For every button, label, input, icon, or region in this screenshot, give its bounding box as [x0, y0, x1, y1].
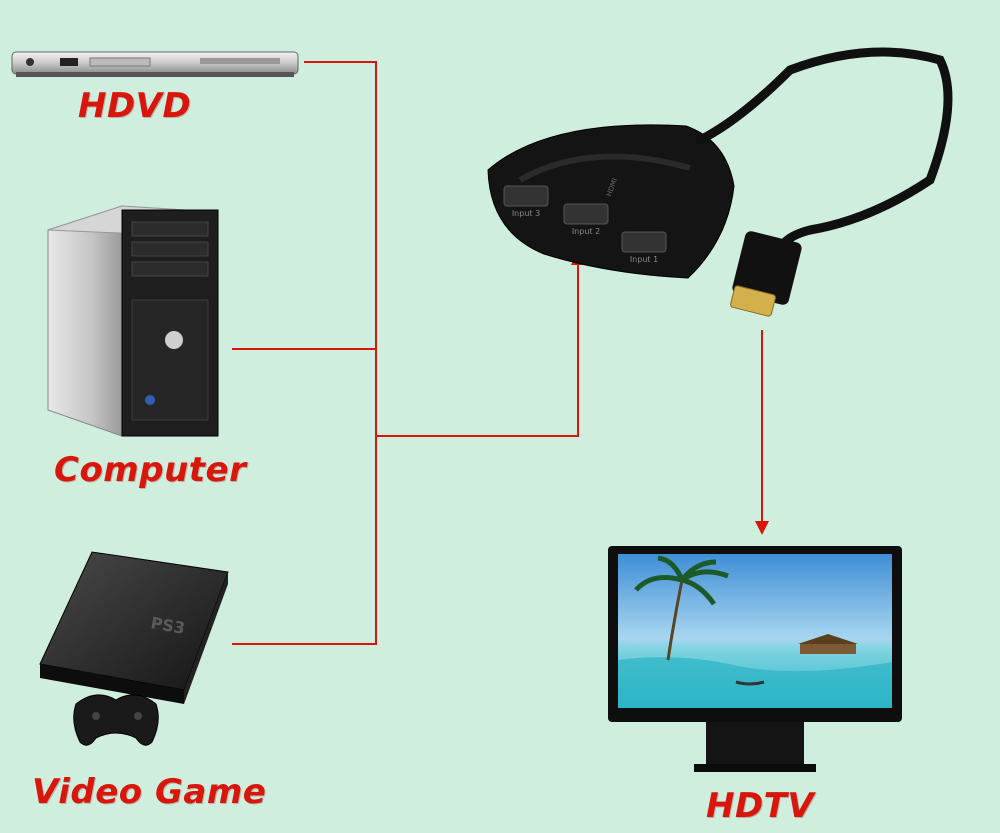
switch-port-3: Input 3 [512, 209, 540, 218]
switch-input-arrow [376, 251, 585, 437]
tv-monitor-icon [608, 546, 902, 772]
hdmi-cable-icon [695, 47, 953, 317]
dvd-player-icon [11, 51, 299, 77]
game-console-icon: PS3 [39, 551, 229, 704]
video-game-label: Video Game [32, 772, 267, 812]
hdvd-label: HDVD [78, 86, 192, 126]
hdtv-label: HDTV [706, 786, 815, 826]
connector-lines [232, 61, 769, 645]
hdmi-switch-icon: Input 3 Input 2 Input 1 HDMI [487, 124, 735, 279]
hdvd-line [232, 61, 377, 645]
computer-label: Computer [54, 450, 247, 490]
desktop-computer-icon [47, 205, 219, 437]
gamepad-icon [73, 694, 159, 746]
switch-port-2: Input 2 [572, 227, 600, 236]
switch-port-1: Input 1 [630, 255, 658, 264]
